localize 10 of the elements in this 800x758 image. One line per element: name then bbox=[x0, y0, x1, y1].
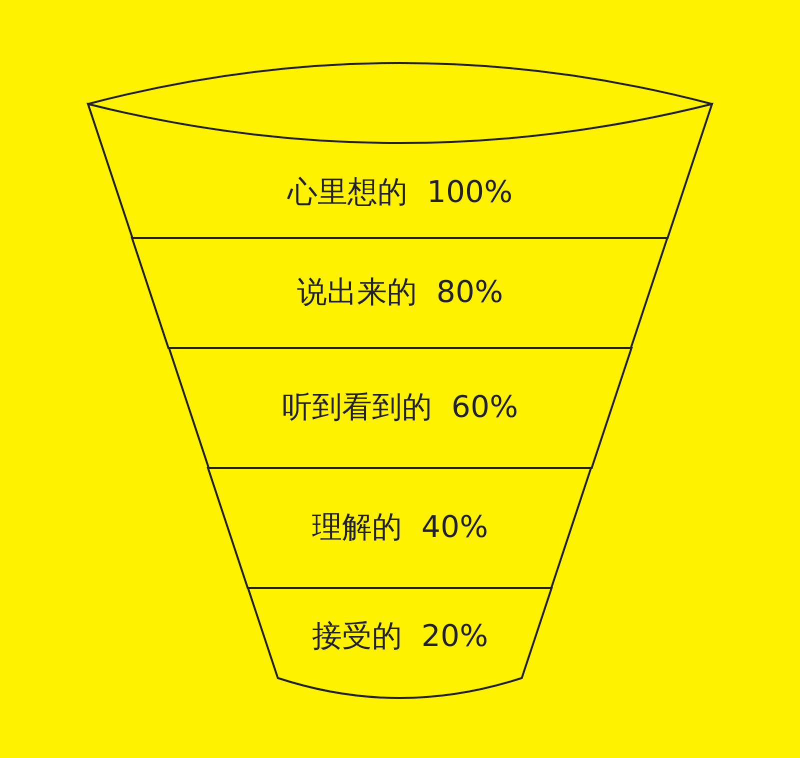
funnel-band bbox=[168, 348, 632, 468]
funnel-band bbox=[208, 468, 592, 588]
funnel-band bbox=[88, 104, 712, 238]
band-label: 说出来的 80% bbox=[296, 275, 504, 311]
band-label: 理解的 40% bbox=[310, 510, 490, 546]
band-label: 听到看到的 60% bbox=[280, 390, 520, 426]
band-label: 心里想的 100% bbox=[286, 175, 514, 211]
funnel-band bbox=[248, 588, 552, 698]
band-label: 接受的 20% bbox=[310, 619, 490, 655]
funnel-band bbox=[132, 238, 668, 348]
